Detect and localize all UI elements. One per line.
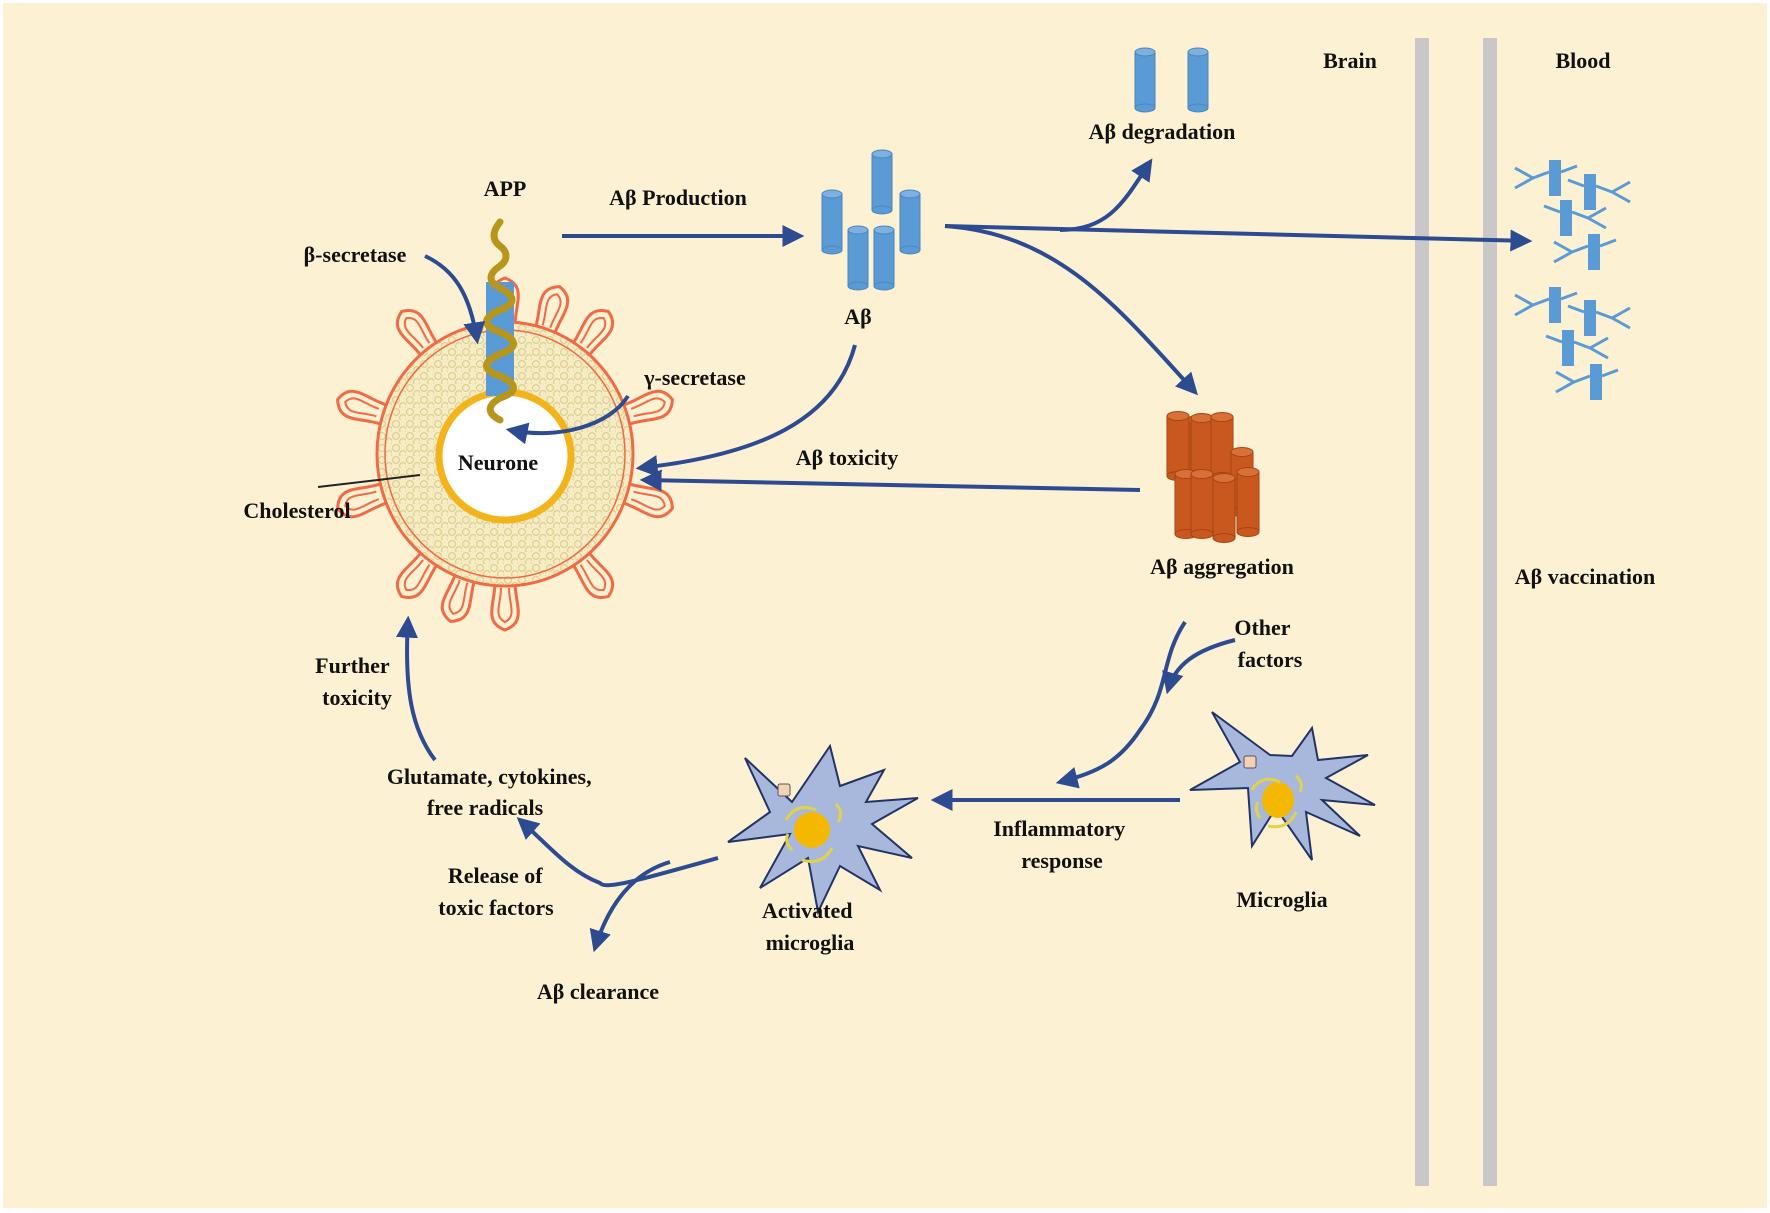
activated-microglia-cell <box>727 743 919 916</box>
abeta-production-label: Aβ Production <box>609 185 747 210</box>
labels: Brain Blood APP β-secretase γ-secretase … <box>243 48 1655 1004</box>
glutamate-line: Glutamate, cytokines, <box>387 764 592 789</box>
activated-microglia-nucleus <box>794 812 830 848</box>
glutamate-line: free radicals <box>427 795 544 820</box>
abeta-clearance-label: Aβ clearance <box>537 979 659 1004</box>
further-toxicity-line: Further <box>315 653 390 678</box>
other-factors-line: factors <box>1238 647 1303 672</box>
activated-microglia-label: Activated microglia <box>762 898 858 955</box>
abeta-aggregation-label: Aβ aggregation <box>1150 554 1294 579</box>
cholesterol-pointer <box>317 474 421 488</box>
arrow-gamma-secretase <box>505 394 630 445</box>
microglia-label: Microglia <box>1236 887 1327 912</box>
abeta-aggregate <box>1236 467 1260 537</box>
abeta-aggregate <box>1210 412 1234 482</box>
resting-microglia <box>1189 711 1376 861</box>
arrow-abeta-clearance <box>589 860 671 953</box>
further-toxicity-label: Further toxicity <box>315 653 395 710</box>
abeta-aggregate <box>1212 473 1236 543</box>
arrow-other-factors <box>1162 638 1236 695</box>
abeta-aggregate <box>1190 469 1214 539</box>
cholesterol-label: Cholesterol <box>243 498 350 523</box>
arrow-to-aggregation <box>944 224 1198 396</box>
abeta-monomer <box>1134 47 1156 113</box>
neurone-cell <box>332 276 678 632</box>
app-coil <box>483 218 517 424</box>
microglia-receptor <box>1243 755 1257 769</box>
abeta-monomer <box>873 225 895 291</box>
activated-microglia-receptor <box>777 783 791 797</box>
barrier-line-right <box>1483 38 1497 1186</box>
abeta-monomer <box>1187 47 1209 113</box>
activated-microglia-line: microglia <box>766 930 855 955</box>
microglia-organelles <box>1250 774 1303 829</box>
activated-microglia-organelles <box>784 802 843 863</box>
app-label: APP <box>484 176 527 201</box>
beta-secretase-label: β-secretase <box>304 242 407 267</box>
blood-label: Blood <box>1555 48 1610 73</box>
arrow-further-toxicity <box>396 615 437 762</box>
arrow-inflammatory <box>1055 620 1187 789</box>
other-factors-label: Other factors <box>1234 615 1302 672</box>
further-toxicity-line: toxicity <box>322 685 392 710</box>
brain-label: Brain <box>1323 48 1377 73</box>
release-toxic-line: Release of <box>448 863 543 888</box>
pathway-arrows <box>396 158 1533 953</box>
abeta-vaccination-label: Aβ vaccination <box>1515 564 1656 589</box>
neurone-label: Neurone <box>458 450 538 475</box>
inflammatory-response-label: Inflammatory response <box>993 816 1130 873</box>
other-factors-line: Other <box>1234 615 1290 640</box>
microglia-nucleus <box>1262 782 1294 818</box>
abeta-monomer <box>847 225 869 291</box>
abeta-monomer <box>821 189 843 255</box>
arrow-aggregate-toxicity <box>639 469 1141 492</box>
abeta-monomer <box>899 189 921 255</box>
abeta-monomer <box>871 149 893 215</box>
arrow-release-toxic <box>516 817 719 888</box>
inflammatory-response-line: response <box>1021 848 1103 873</box>
arrow-abeta-to-neurone <box>635 344 857 478</box>
release-toxic-label: Release of toxic factors <box>438 863 554 920</box>
activated-microglia-line: Activated <box>762 898 852 923</box>
abeta-degradation-label: Aβ degradation <box>1089 119 1236 144</box>
glutamate-label: Glutamate, cytokines, free radicals <box>387 764 597 820</box>
abeta-label: Aβ <box>844 304 871 329</box>
app-protein <box>483 218 517 424</box>
barrier-line-left <box>1415 38 1429 1186</box>
abeta-toxicity-label: Aβ toxicity <box>796 445 899 470</box>
arrow-to-blood <box>944 224 1533 252</box>
inflammatory-response-line: Inflammatory <box>993 816 1125 841</box>
release-toxic-line: toxic factors <box>438 895 554 920</box>
gamma-secretase-label: γ-secretase <box>643 365 746 390</box>
arrow-beta-secretase <box>424 254 486 345</box>
